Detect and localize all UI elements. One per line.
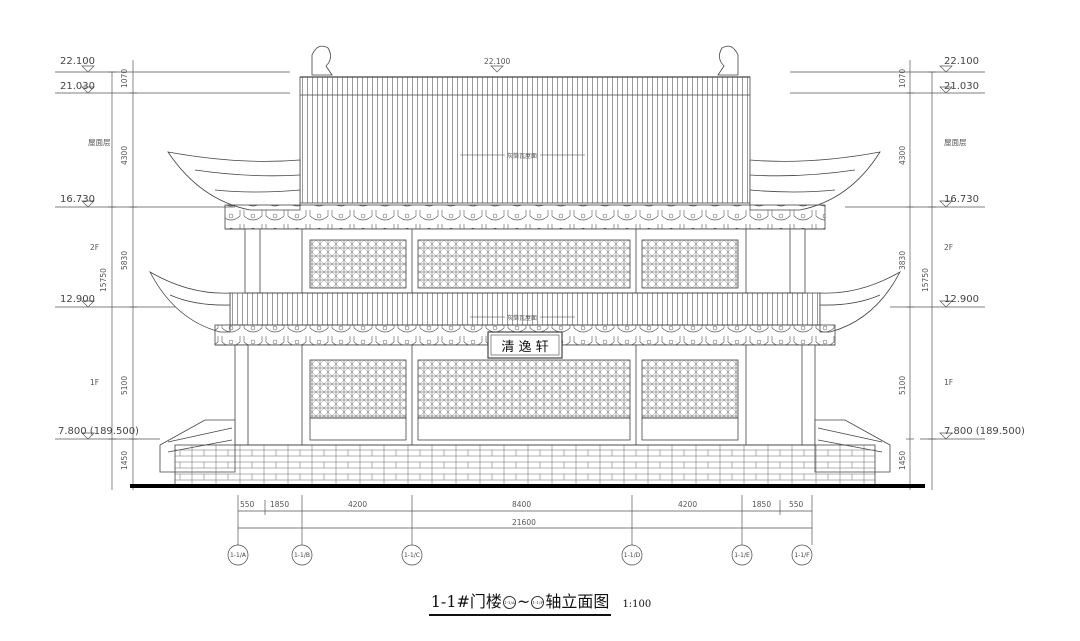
title-tilde: ~: [516, 592, 531, 611]
right-dim-2: 4300: [898, 146, 907, 165]
right-dim-4: 5100: [898, 376, 907, 395]
right-dim-1: 1070: [898, 69, 907, 88]
axis-bubble-b: [291, 544, 313, 566]
title-prefix: 1-1#门楼: [430, 592, 502, 611]
level-floor2-left: 12.900: [60, 294, 95, 305]
hdim-7: 550: [789, 500, 804, 509]
axis-bubble-c: [401, 544, 423, 566]
axis-label-e: 1-1/E: [734, 552, 750, 559]
floor-label-2f-right: 2F: [944, 243, 953, 252]
axis-bubble-d: [621, 544, 643, 566]
title-suffix: 轴立面图: [545, 592, 610, 611]
floor-label-1f-right: 1F: [944, 378, 953, 387]
upper-eave-left: [167, 151, 301, 211]
right-level-markers: [790, 60, 985, 490]
axis-bubble-f: [791, 544, 813, 566]
upper-roof: [299, 76, 751, 204]
ridge-ornament-left: [311, 45, 333, 76]
left-level-labels: 22.100 21.030 16.730 12.900 7.800 (189.5…: [58, 56, 139, 470]
floor-label-roof-right: 屋面层: [944, 138, 967, 147]
lower-roof-note: 灰筒瓦屋面: [507, 314, 537, 322]
horizontal-dimension-labels: 550 1850 4200 8400 4200 1850 550 21600: [240, 500, 804, 527]
level-upper-eave-left: 16.730: [60, 194, 95, 205]
hdim-2: 1850: [270, 500, 289, 509]
plaque-text: 清 逸 轩: [501, 340, 548, 355]
hdim-3: 4200: [348, 500, 367, 509]
left-overall-height: 15750: [99, 268, 108, 292]
level-upper-eave-right: 16.730: [944, 194, 979, 205]
right-dim-3: 3830: [898, 251, 907, 270]
drawing-scale: 1:100: [622, 599, 652, 610]
hdim-5: 4200: [678, 500, 697, 509]
left-dim-1: 1070: [120, 69, 129, 88]
title-axis-from: 1-1/A: [502, 596, 516, 609]
hdim-4: 8400: [512, 500, 531, 509]
level-floor1-right: 7.800 (189.500): [944, 426, 1025, 437]
floor-label-roof-left: 屋面层: [88, 138, 111, 147]
overall-width: 21600: [512, 518, 536, 527]
axis-label-d: 1-1/D: [624, 552, 641, 559]
level-ridge-right: 22.100: [944, 56, 979, 67]
right-dim-5: 1450: [898, 451, 907, 470]
axis-label-c: 1-1/C: [404, 552, 420, 559]
plaque-frame: [487, 331, 563, 359]
lower-eave-right: [819, 270, 901, 333]
ridge-ornament-right: [717, 45, 739, 76]
axis-bubbles: [227, 544, 813, 566]
level-eave-top-left: 21.030: [60, 81, 95, 92]
lower-eave-left: [149, 270, 231, 333]
lower-roof: [229, 292, 821, 326]
upper-roof-note: 灰筒瓦屋面: [507, 152, 537, 160]
level-floor1-left: 7.800 (189.500): [58, 426, 139, 437]
floor-label-2f-left: 2F: [90, 243, 99, 252]
stone-platform: [174, 444, 876, 486]
left-dim-5: 1450: [120, 451, 129, 470]
axis-bubble-a: [227, 544, 249, 566]
axis-labels: 1-1/A 1-1/B 1-1/C 1-1/D 1-1/E 1-1/F: [230, 552, 810, 559]
ridge-level-center: 22.100: [484, 57, 510, 66]
hdim-6: 1850: [752, 500, 771, 509]
title-axis-to: 1-1/F: [531, 596, 545, 609]
right-level-labels: 22.100 21.030 16.730 12.900 7.800 (189.5…: [898, 56, 1025, 470]
building-elevation: [130, 45, 925, 488]
axis-bubble-e: [731, 544, 753, 566]
floor-label-1f-left: 1F: [90, 378, 99, 387]
right-overall-height: 15750: [921, 268, 930, 292]
axis-label-b: 1-1/B: [294, 552, 310, 559]
left-dim-3: 5830: [120, 251, 129, 270]
upper-eave-right: [749, 151, 881, 211]
left-dim-4: 5100: [120, 376, 129, 395]
horizontal-dimension-lines: [237, 495, 813, 545]
axis-label-a: 1-1/A: [230, 552, 247, 559]
left-level-markers: [55, 60, 290, 490]
axis-label-f: 1-1/F: [794, 552, 810, 559]
level-eave-top-right: 21.030: [944, 81, 979, 92]
level-floor2-right: 12.900: [944, 294, 979, 305]
level-ridge-left: 22.100: [60, 56, 95, 67]
hdim-1: 550: [240, 500, 255, 509]
left-dim-2: 4300: [120, 146, 129, 165]
